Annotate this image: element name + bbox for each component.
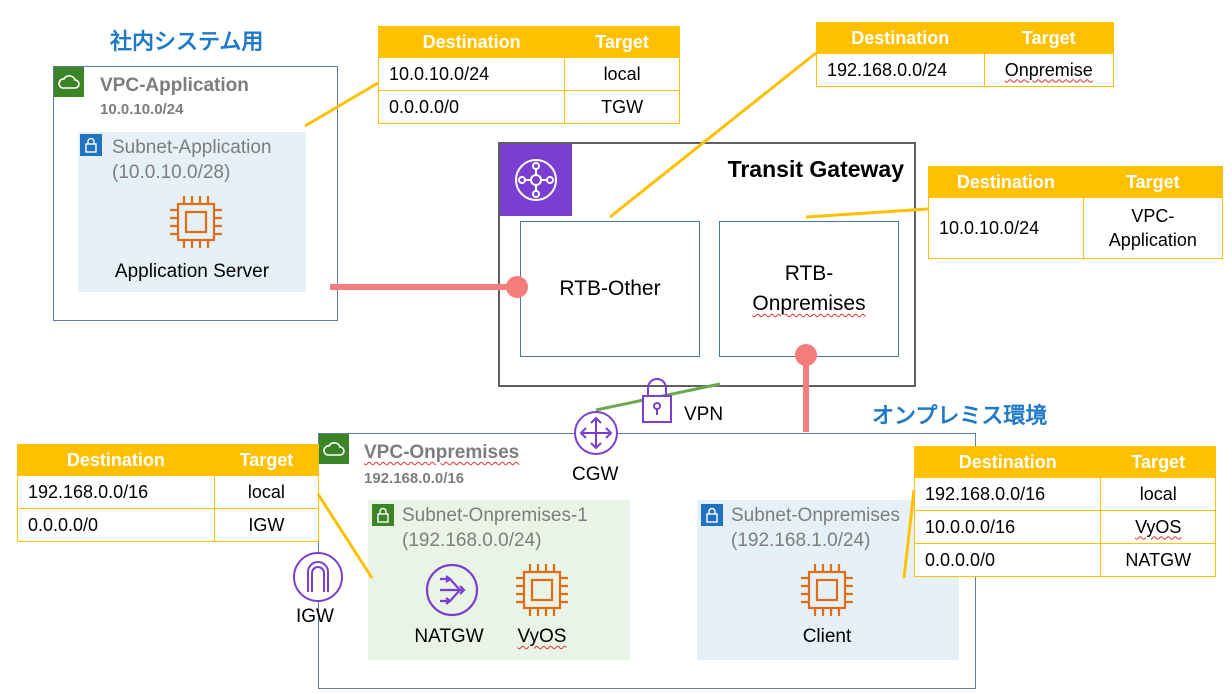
attachment-dot (506, 276, 528, 298)
rt-cell: 192.168.0.0/24 (816, 53, 985, 87)
rt-cell: NATGW (1100, 543, 1216, 577)
rt-header-destination: Destination (913, 446, 1102, 478)
rt-header-destination: Destination (17, 444, 215, 476)
rt-header-target: Target (213, 444, 320, 476)
vpc-application-cidr: 10.0.10.0/24 (100, 101, 184, 118)
table-row: 10.0.0.0/16 VyOS (913, 510, 1216, 544)
subnet-onpremises-1-name: Subnet-Onpremises-1 (402, 505, 588, 526)
transit-gateway-title: Transit Gateway (727, 156, 904, 182)
rt-header-destination: Destination (377, 26, 566, 58)
application-server-label: Application Server (114, 261, 270, 282)
rt-cell: 10.0.10.0/24 (377, 57, 566, 91)
vpc-cloud-icon (319, 434, 349, 464)
subnet-onpremises-2-cidr: (192.168.1.0/24) (731, 530, 871, 551)
igw-label: IGW (296, 606, 334, 627)
rtb-other-label: RTB-Other (559, 277, 661, 300)
rt-cell: TGW (564, 90, 680, 124)
rt-cell-text: Onpremise (1004, 59, 1093, 80)
table-row: 10.0.10.0/24 VPC- Application (928, 197, 1224, 259)
rt-header-destination: Destination (928, 166, 1084, 198)
internal-system-title: 社内システム用 (110, 30, 264, 55)
leader-line (304, 81, 379, 128)
rt-cell: local (213, 475, 320, 509)
rt-cell: Onpremise (983, 53, 1115, 87)
rt-header-target: Target (564, 26, 680, 58)
subnet-onpremises-1: Subnet-Onpremises-1 (192.168.0.0/24) NAT… (368, 500, 630, 660)
leader-line (805, 207, 929, 219)
subnet-application: Subnet-Application (10.0.10.0/28) Applic… (78, 132, 306, 292)
ec2-instance-icon (170, 196, 222, 248)
lock-icon (80, 134, 102, 156)
vyos-label-text: VyOS (517, 626, 567, 647)
rt-cell: 10.0.0.0/16 (913, 510, 1102, 544)
rt-cell: 0.0.0.0/0 (913, 543, 1102, 577)
rtb-onprem-label-line2: Onpremises (752, 292, 866, 315)
rt-cell: IGW (213, 508, 320, 542)
rt-cell-text: VyOS (1135, 516, 1182, 537)
attachment-dot (795, 344, 817, 366)
rt-cell: local (1100, 477, 1216, 511)
natgw-label: NATGW (414, 626, 484, 647)
rt-cell: 10.0.10.0/24 (928, 197, 1084, 259)
vpc-onpremises-name: VPC-Onpremises (364, 442, 519, 464)
leader-line (316, 493, 374, 579)
rt-cell: 192.168.0.0/16 (17, 475, 215, 509)
subnet-onpremises-1-cidr: (192.168.0.0/24) (402, 530, 542, 551)
cgw-label: CGW (572, 464, 619, 485)
vpc-application: VPC-Application 10.0.10.0/24 Subnet-Appl… (53, 66, 338, 321)
ec2-instance-icon (516, 564, 568, 616)
rt-header-target: Target (1100, 446, 1216, 478)
rt-cell: 0.0.0.0/0 (377, 90, 566, 124)
vpc-cloud-icon (54, 67, 84, 97)
leader-line (609, 51, 817, 219)
transit-gateway-icon (500, 144, 572, 216)
rt-cell-line2: Application (1108, 230, 1197, 250)
rt-header-destination: Destination (816, 22, 985, 54)
nat-gateway-icon (425, 563, 479, 617)
table-row: 192.168.0.0/24 Onpremise (816, 53, 1115, 87)
vpc-application-name: VPC-Application (100, 75, 249, 96)
vpn-lock-icon (642, 378, 672, 423)
rt-header-target: Target (983, 22, 1115, 54)
vpc-onpremises-cidr: 192.168.0.0/16 (364, 470, 465, 487)
transit-gateway: Transit Gateway RTB-Other RTB- Onpremise… (498, 142, 916, 387)
rtb-other: RTB-Other (520, 221, 700, 357)
rt-cell: VPC- Application (1082, 197, 1224, 259)
rt-cell-line1: VPC- (1131, 206, 1175, 226)
lock-icon (701, 504, 723, 526)
rt-cell: VyOS (1100, 510, 1216, 544)
internet-gateway-icon (293, 552, 343, 602)
subnet-application-cidr: (10.0.10.0/28) (112, 162, 231, 183)
onprem-environment-title: オンプレミス環境 (872, 404, 1048, 429)
leader-line (902, 489, 916, 579)
subnet-application-name: Subnet-Application (112, 137, 272, 158)
customer-gateway-icon (574, 411, 618, 455)
vpc-onpremises-name-text: VPC-Onpremises (364, 442, 520, 463)
ec2-instance-icon (801, 564, 853, 616)
client-label: Client (802, 626, 852, 647)
vpn-label: VPN (684, 404, 724, 425)
rt-cell: 192.168.0.0/16 (913, 477, 1102, 511)
subnet-onpremises-2-name: Subnet-Onpremises (731, 505, 900, 526)
vyos-label: VyOS (497, 626, 587, 648)
rtb-onprem-label-line1: RTB- (784, 262, 834, 285)
lock-icon (372, 504, 394, 526)
vpc-onpremises: VPC-Onpremises 192.168.0.0/16 Subnet-Onp… (318, 433, 976, 689)
